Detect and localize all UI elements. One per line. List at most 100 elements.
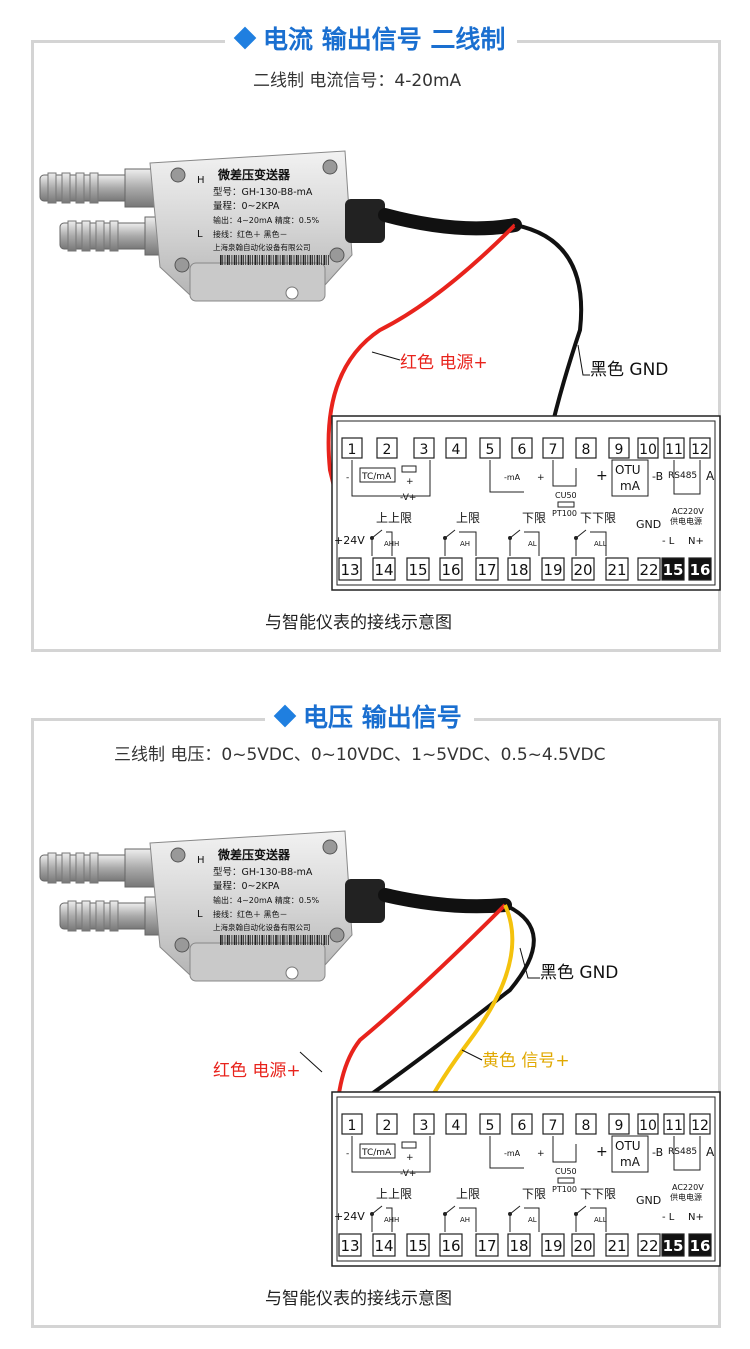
barcode-bar — [302, 935, 305, 945]
terminal-box-bottom-8 — [605, 557, 629, 581]
barcode-bar — [256, 935, 258, 945]
barcode-bar — [325, 255, 327, 265]
cable-gland — [345, 879, 385, 923]
ma-plus-label: + — [537, 1149, 545, 1159]
section-voltage-subtitle: 三线制 电压：0~5VDC、0~10VDC、1~5VDC、0.5~4.5VDC — [114, 745, 606, 765]
barcode-bar — [323, 935, 326, 945]
fitting-ridge — [61, 852, 71, 884]
alarm-h-label: 上限 — [456, 511, 480, 525]
barcode-bar — [289, 935, 291, 945]
terminal-box-6 — [511, 437, 533, 459]
terminal-box-bottom-6 — [541, 557, 565, 581]
barcode-bar — [307, 935, 309, 945]
alarm-ll-label: 下下限 — [580, 511, 616, 525]
barcode-bar — [286, 935, 288, 945]
terminal-bottom-14: 14 — [374, 1237, 393, 1255]
barcode-bar — [293, 255, 295, 265]
screw-icon — [170, 847, 186, 863]
terminal-bottom-22: 22 — [639, 561, 658, 579]
barcode-bar — [277, 255, 279, 265]
terminal-box-10 — [637, 437, 659, 459]
rs485-a-label: A — [706, 1145, 715, 1159]
terminal-12: 12 — [691, 442, 709, 458]
barcode-bar — [233, 935, 236, 945]
terminal-box-5 — [479, 1113, 501, 1135]
barcode-bar — [295, 935, 298, 945]
barcode-bar — [291, 935, 293, 945]
red-wire-label-2: 红色 电源+ — [213, 1061, 301, 1081]
terminal-box-bottom-1 — [372, 1233, 396, 1257]
ac-n-label: N+ — [688, 536, 704, 547]
relay-dot — [508, 536, 512, 540]
mounting-tab — [189, 262, 326, 302]
terminal-9: 9 — [615, 1118, 624, 1134]
barcode-bar — [231, 255, 233, 265]
barcode-bar — [224, 935, 226, 945]
barcode-bar — [318, 935, 320, 945]
otu-plus-label: + — [596, 468, 608, 484]
terminal-bottom-20: 20 — [573, 561, 592, 579]
barcode-bar — [279, 935, 281, 945]
relay-dot — [574, 536, 578, 540]
fitting-ridge — [109, 220, 119, 252]
barcode-bar — [220, 935, 222, 945]
terminal-box-8 — [575, 437, 597, 459]
alarm-l-label: 下限 — [522, 1187, 546, 1201]
otu-label: OTU — [615, 1139, 641, 1153]
terminal-6: 6 — [518, 1118, 527, 1134]
barcode-bar — [268, 935, 270, 945]
section-current-caption: 与智能仪表的接线示意图 — [265, 613, 452, 633]
device-company: 上海泉翰自动化设备有限公司 — [213, 242, 311, 252]
resistor-icon — [401, 465, 417, 473]
terminal-box-bottom-7 — [571, 1233, 595, 1257]
fitting-nut — [124, 168, 156, 208]
fitting-ridge — [67, 900, 77, 932]
relay-dot — [443, 1212, 447, 1216]
barcode-bar — [312, 255, 313, 265]
yellow-wire-2 — [424, 904, 515, 1109]
resistor-icon — [401, 1141, 417, 1149]
terminal-7: 7 — [549, 1118, 558, 1134]
screw-icon — [329, 927, 345, 943]
screw-icon — [322, 839, 338, 855]
barcode-bar — [249, 935, 251, 945]
terminal-box-bottom-6 — [541, 1233, 565, 1257]
terminal-box-bottom-1 — [372, 557, 396, 581]
otu-box — [611, 1135, 649, 1173]
barcode-bar — [224, 255, 226, 265]
rs485-label: RS485 — [668, 471, 697, 481]
relay-dot — [370, 536, 374, 540]
terminal-4: 4 — [452, 1118, 461, 1134]
barcode-bar — [314, 935, 316, 945]
terminal-bottom-15: 15 — [408, 561, 427, 579]
port-low-label: L — [197, 229, 203, 240]
port-high-label: H — [197, 855, 205, 866]
terminal-box-bottom-9 — [637, 557, 661, 581]
power-label: 供电电源 — [670, 516, 702, 526]
barcode-bar — [222, 255, 224, 265]
barcode-bar — [220, 255, 222, 265]
tcma-box — [359, 1143, 396, 1159]
barcode-bar — [298, 935, 299, 945]
minus-ma-label: -mA — [504, 473, 521, 482]
device-name: 微差压变送器 — [217, 167, 291, 182]
fitting-ridge — [61, 172, 71, 204]
terminal-box-5 — [479, 437, 501, 459]
fitting-ridge — [75, 852, 85, 884]
terminal-box-2 — [376, 1113, 398, 1135]
yellow-wire-label-2: 黄色 信号+ — [482, 1051, 570, 1071]
ma-plus-label: + — [537, 473, 545, 483]
terminal-bottom-17: 17 — [477, 1237, 496, 1255]
barcode-bar — [295, 255, 298, 265]
screw-icon — [174, 937, 190, 953]
all-label: ALL — [594, 1216, 607, 1224]
plus24v-label: +24V — [334, 1210, 365, 1223]
otu-plus-label: + — [596, 1144, 608, 1160]
meter-inner-frame — [336, 1096, 716, 1262]
ac-l-label: - L — [662, 536, 675, 547]
barcode-bar — [263, 935, 265, 945]
fitting-ridge — [75, 172, 85, 204]
barcode-bar — [307, 255, 309, 265]
fitting-ridge — [47, 172, 57, 204]
barcode-bar — [233, 255, 236, 265]
